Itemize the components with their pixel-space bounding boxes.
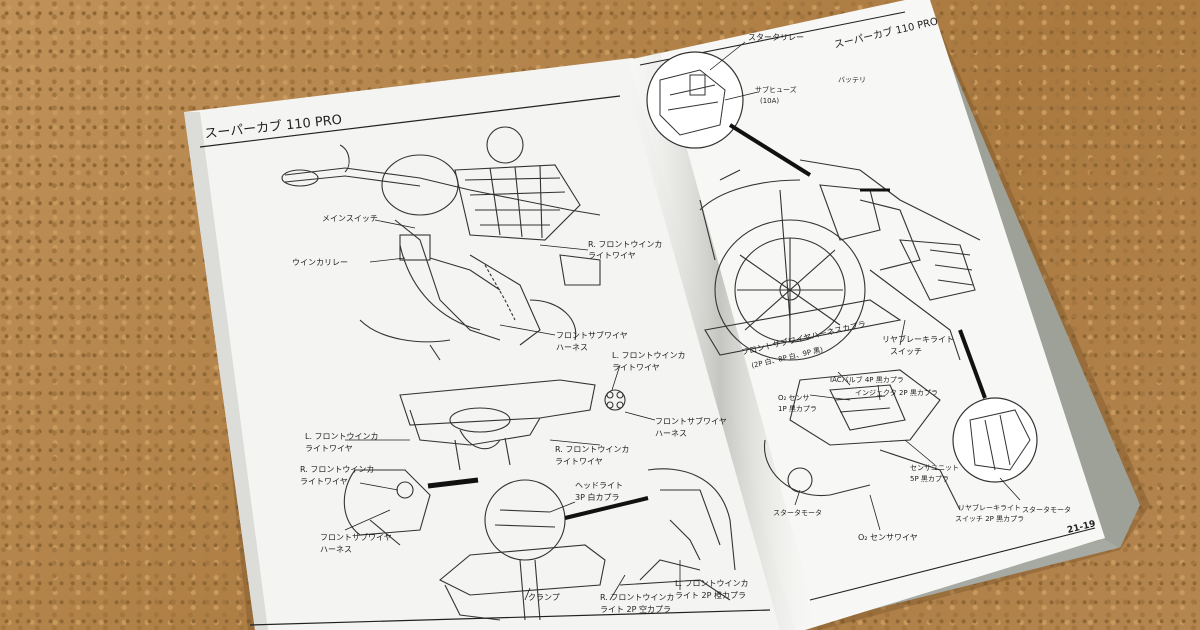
label-r-front-winker-4: R. フロントウインカ (600, 593, 674, 602)
label-harness-1: ハーネス (556, 343, 588, 352)
label-harness-2: ハーネス (655, 429, 687, 438)
starter-relay-inset (646, 51, 744, 149)
label-o2-sensor-wire: O₂ センサワイヤ (858, 533, 918, 542)
label-starter-motor-2: スタータモータ (1022, 505, 1071, 514)
gutter-shadow (620, 52, 820, 630)
label-r-front-winker-3: R. フロントウインカ (300, 465, 374, 474)
label-light-wire-1: ライトワイヤ (588, 251, 636, 260)
label-sub-fuse: サブヒューズ (755, 85, 797, 94)
label-main-switch: メインスイッチ (322, 214, 378, 223)
label-clamp: クランプ (528, 593, 560, 602)
middle-leader-lines (345, 364, 656, 446)
inset-pointer-bar (728, 123, 812, 177)
brake-switch-inset-detail (969, 409, 1031, 471)
label-light-wire-4: ライトワイヤ (555, 457, 603, 466)
label-switch: スイッチ (890, 347, 922, 356)
label-sub-fuse-amps: (10A) (760, 97, 779, 105)
label-3p-white-coupler: 3P 白カプラ (575, 492, 619, 502)
label-light-2p-orange-coupler: ライト 2P 橙カプラ (675, 590, 746, 600)
lower-leader-lines (344, 482, 681, 601)
label-o2-sensor: O₂ センサ (778, 394, 810, 402)
left-leader-lines (369, 219, 589, 336)
left-page (184, 58, 800, 630)
left-indicator-bar (427, 477, 479, 489)
label-front-sub-wire-3: フロントサブワイヤ (320, 532, 392, 542)
label-front-sub-wire-1: フロントサブワイヤ (556, 330, 628, 340)
label-r-front-winker-2: R. フロントウインカ (555, 445, 629, 454)
label-l-front-winker-2: L. フロントウインカ (305, 432, 379, 441)
label-light-2p-empty-coupler: ライト 2P 空カプラ (600, 604, 671, 614)
left-footer-rule (249, 609, 771, 626)
label-light-wire-3: ライトワイヤ (305, 444, 353, 453)
right-indicator-bar (564, 496, 649, 520)
left-page-edge (184, 112, 268, 630)
label-light-wire-2: ライトワイヤ (612, 363, 660, 372)
label-injector-coupler: インジェクタ 2P 黒カプラ (855, 388, 938, 397)
handlebar-diagram (281, 126, 601, 361)
label-r-front-winker-1: R. フロントウインカ (588, 240, 662, 249)
starter-relay-inset-detail (659, 69, 726, 136)
engine-wheel-diagram (699, 159, 981, 511)
label-starter-relay: スタータリレー (748, 33, 804, 42)
label-headlight: ヘッドライト (575, 481, 623, 490)
brake-inset-pointer (958, 329, 987, 399)
label-front-sub-wire-2: フロントサブワイヤ (655, 416, 727, 426)
label-rear-brake-light-2: リヤブレーキライト (958, 503, 1021, 512)
label-l-front-winker-1: L. フロントウインカ (612, 351, 686, 360)
label-iac-valve-coupler: IACバルブ 4P 黒カプラ (830, 375, 904, 384)
label-1p-black-coupler: 1P 黒カプラ (778, 405, 817, 413)
label-light-wire-5: ライトワイヤ (300, 477, 348, 486)
fairing-diagram (399, 379, 626, 471)
label-harness-3: ハーネス (320, 545, 352, 554)
label-battery: バッテリ (838, 76, 866, 84)
label-rear-brake-light: リヤブレーキライト (882, 334, 954, 344)
label-l-front-winker-3: L. フロントウインカ (675, 579, 749, 588)
label-starter-motor-1: スタータモータ (773, 508, 822, 517)
label-5p-black-coupler: 5P 黒カプラ (910, 475, 949, 483)
label-winker-relay: ウインカリレー (292, 258, 348, 267)
label-sensor-unit: センサユニット (910, 464, 959, 472)
right-footer-rule (809, 527, 1096, 601)
left-header-rule (199, 95, 621, 148)
right-leader-lines (709, 41, 1021, 531)
label-switch-2p-coupler: スイッチ 2P 黒カプラ (955, 515, 1024, 523)
